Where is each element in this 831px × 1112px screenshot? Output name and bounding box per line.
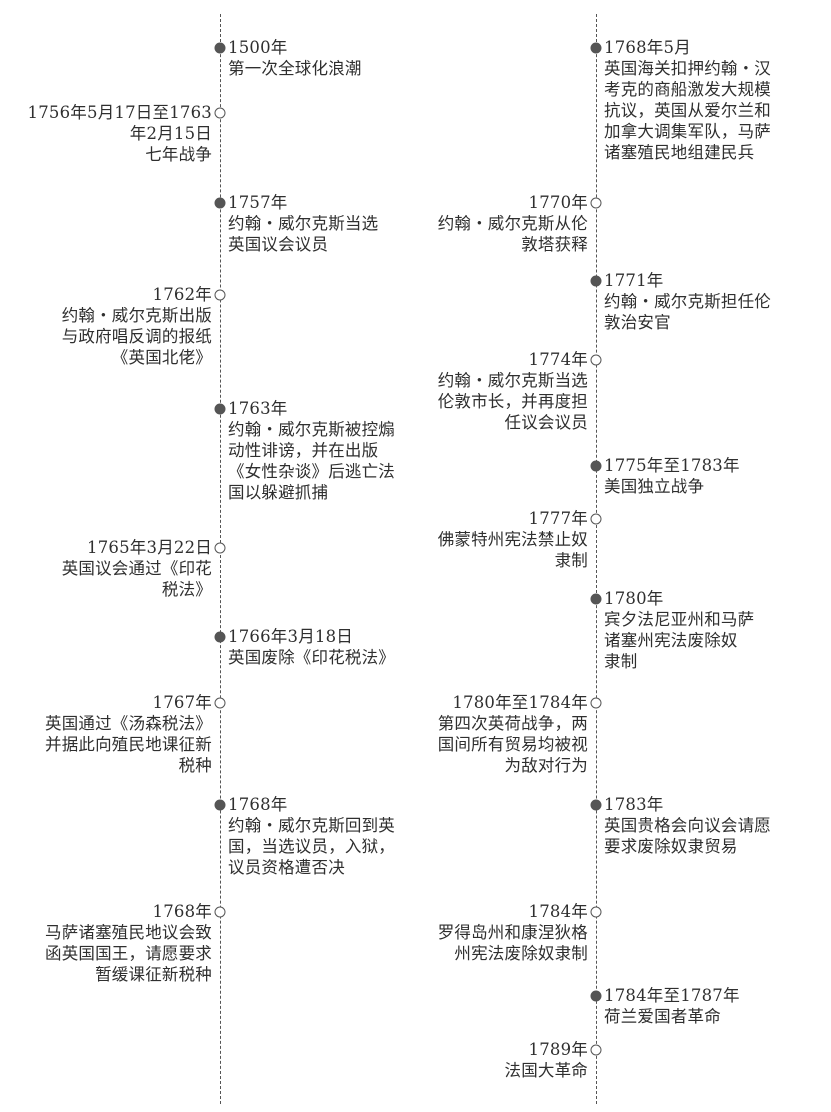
- event-date: 1777年: [528, 509, 588, 528]
- event-description: 七年战争: [145, 145, 212, 164]
- event-description: 约翰・威尔克斯当选 伦敦市长，并再度担 任议会议员: [437, 371, 588, 432]
- timeline-event: 1780年至1784年第四次英荷战争，两 国间所有贸易均被视 为敌对行为: [373, 692, 588, 776]
- event-date: 1500年: [228, 38, 288, 57]
- event-date: 1763年: [228, 399, 288, 418]
- event-date: 1770年: [528, 193, 588, 212]
- event-date: 1771年: [604, 271, 664, 290]
- event-date: 1766年3月18日: [228, 627, 353, 646]
- timeline-event: 1771年约翰・威尔克斯担任伦 敦治安官: [604, 270, 814, 333]
- timeline-marker-filled: [214, 197, 226, 209]
- timeline-event: 1777年佛蒙特州宪法禁止奴 隶制: [373, 508, 588, 571]
- timeline-marker-hollow: [214, 697, 226, 709]
- event-description: 法国大革命: [504, 1061, 588, 1080]
- event-description: 英国通过《汤森税法》 并据此向殖民地课征新 税种: [45, 714, 212, 775]
- event-description: 宾夕法尼亚州和马萨 诸塞州宪法废除奴 隶制: [604, 610, 755, 671]
- timeline-event: 1789年法国大革命: [373, 1039, 588, 1081]
- timeline-event: 1784年罗得岛州和康涅狄格 州宪法废除奴隶制: [373, 901, 588, 964]
- event-date: 1783年: [604, 795, 664, 814]
- timeline-event: 1756年5月17日至1763 年2月15日七年战争: [0, 102, 212, 165]
- timeline-marker-hollow: [590, 513, 602, 525]
- event-date: 1768年: [152, 902, 212, 921]
- timeline-event: 1780年宾夕法尼亚州和马萨 诸塞州宪法废除奴 隶制: [604, 588, 814, 672]
- timeline-marker-hollow: [590, 906, 602, 918]
- timeline-marker-hollow: [590, 1044, 602, 1056]
- timeline-event: 1762年约翰・威尔克斯出版 与政府唱反调的报纸 《英国北佬》: [0, 284, 212, 368]
- timeline-event: 1783年英国贵格会向议会请愿 要求废除奴隶贸易: [604, 794, 814, 857]
- event-description: 约翰・威尔克斯从伦 敦塔获释: [437, 214, 588, 254]
- event-date: 1767年: [152, 693, 212, 712]
- event-date: 1774年: [528, 350, 588, 369]
- event-description: 罗得岛州和康涅狄格 州宪法废除奴隶制: [437, 923, 588, 963]
- timeline-event: 1768年马萨诸塞殖民地议会致 函英国国王，请愿要求 暂缓课征新税种: [0, 901, 212, 985]
- timeline-event: 1757年约翰・威尔克斯当选 英国议会议员: [228, 192, 438, 255]
- event-date: 1789年: [528, 1040, 588, 1059]
- timeline-axis: [596, 14, 597, 1104]
- timeline-event: 1763年约翰・威尔克斯被控煽 动性诽谤，并在出版 《女性杂谈》后逃亡法 国以躲…: [228, 398, 438, 503]
- timeline-marker-filled: [590, 42, 602, 54]
- timeline-axis: [220, 14, 221, 1104]
- event-date: 1768年: [228, 795, 288, 814]
- event-date: 1757年: [228, 193, 288, 212]
- timeline-event: 1768年5月英国海关扣押约翰・汉 考克的商船激发大规模 抗议，英国从爱尔兰和 …: [604, 37, 814, 163]
- timeline-marker-hollow: [590, 697, 602, 709]
- event-date: 1780年至1784年: [452, 693, 588, 712]
- timeline-event: 1766年3月18日英国废除《印花税法》: [228, 626, 438, 668]
- event-description: 美国独立战争: [604, 477, 705, 496]
- event-description: 英国议会通过《印花 税法》: [61, 559, 212, 599]
- timeline-event: 1784年至1787年荷兰爱国者革命: [604, 985, 814, 1027]
- event-date: 1780年: [604, 589, 664, 608]
- timeline-marker-hollow: [214, 107, 226, 119]
- event-date: 1768年5月: [604, 38, 691, 57]
- timeline-marker-hollow: [590, 354, 602, 366]
- event-description: 约翰・威尔克斯回到英 国，当选议员，入狱， 议员资格遭否决: [228, 816, 395, 877]
- timeline-event: 1765年3月22日英国议会通过《印花 税法》: [0, 537, 212, 600]
- event-description: 约翰・威尔克斯被控煽 动性诽谤，并在出版 《女性杂谈》后逃亡法 国以躲避抓捕: [228, 420, 395, 502]
- event-date: 1775年至1783年: [604, 456, 740, 475]
- timeline-marker-filled: [590, 799, 602, 811]
- event-date: 1784年至1787年: [604, 986, 740, 1005]
- timeline-event: 1770年约翰・威尔克斯从伦 敦塔获释: [373, 192, 588, 255]
- timeline-event: 1775年至1783年美国独立战争: [604, 455, 814, 497]
- event-description: 约翰・威尔克斯担任伦 敦治安官: [604, 292, 771, 332]
- event-description: 英国废除《印花税法》: [228, 648, 395, 667]
- event-description: 英国海关扣押约翰・汉 考克的商船激发大规模 抗议，英国从爱尔兰和 加拿大调集军队…: [604, 59, 771, 162]
- event-date: 1762年: [152, 285, 212, 304]
- event-description: 马萨诸塞殖民地议会致 函英国国王，请愿要求 暂缓课征新税种: [45, 923, 212, 984]
- event-description: 荷兰爱国者革命: [604, 1007, 721, 1026]
- timeline-marker-filled: [214, 631, 226, 643]
- event-date: 1765年3月22日: [87, 538, 212, 557]
- timeline-marker-filled: [590, 275, 602, 287]
- timeline-marker-hollow: [214, 542, 226, 554]
- event-description: 约翰・威尔克斯当选 英国议会议员: [228, 214, 379, 254]
- timeline-marker-filled: [214, 42, 226, 54]
- event-description: 约翰・威尔克斯出版 与政府唱反调的报纸 《英国北佬》: [61, 306, 212, 367]
- timeline-marker-hollow: [590, 197, 602, 209]
- timeline-marker-filled: [214, 403, 226, 415]
- timeline-marker-filled: [590, 593, 602, 605]
- event-description: 第一次全球化浪潮: [228, 59, 362, 78]
- event-description: 英国贵格会向议会请愿 要求废除奴隶贸易: [604, 816, 771, 856]
- timeline-marker-hollow: [214, 289, 226, 301]
- event-date: 1756年5月17日至1763 年2月15日: [27, 103, 212, 143]
- timeline-marker-hollow: [214, 906, 226, 918]
- event-description: 第四次英荷战争，两 国间所有贸易均被视 为敌对行为: [437, 714, 588, 775]
- timeline-event: 1774年约翰・威尔克斯当选 伦敦市长，并再度担 任议会议员: [373, 349, 588, 433]
- timeline-marker-filled: [214, 799, 226, 811]
- timeline-event: 1500年第一次全球化浪潮: [228, 37, 438, 79]
- timeline-marker-filled: [590, 990, 602, 1002]
- event-description: 佛蒙特州宪法禁止奴 隶制: [437, 530, 588, 570]
- timeline-event: 1767年英国通过《汤森税法》 并据此向殖民地课征新 税种: [0, 692, 212, 776]
- timeline-marker-filled: [590, 460, 602, 472]
- event-date: 1784年: [528, 902, 588, 921]
- timeline-event: 1768年约翰・威尔克斯回到英 国，当选议员，入狱， 议员资格遭否决: [228, 794, 438, 878]
